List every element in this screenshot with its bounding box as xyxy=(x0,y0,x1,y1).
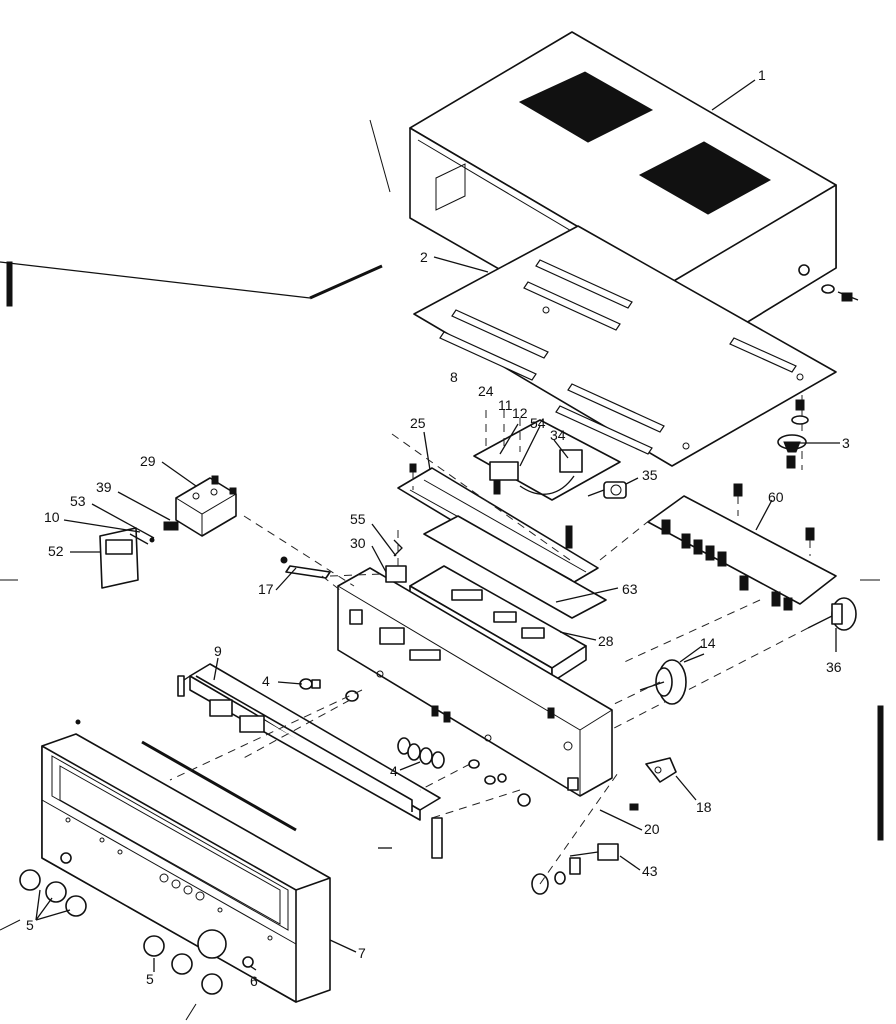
leader-lines xyxy=(0,79,840,1021)
callout-4-lamp: 4 xyxy=(262,673,270,689)
callout-34: 34 xyxy=(550,427,566,443)
callout-60: 60 xyxy=(768,489,784,505)
foot xyxy=(777,395,809,470)
shield-strip xyxy=(423,515,607,619)
callout-4-lamps: 4 xyxy=(390,763,398,779)
callout-17: 17 xyxy=(258,581,274,597)
scan-artifacts xyxy=(0,119,884,841)
callout-labels: 1 2 3 8 24 11 12 54 34 25 35 60 29 39 53… xyxy=(26,67,850,989)
callout-28: 28 xyxy=(598,633,614,649)
bracket-box xyxy=(163,475,237,537)
callout-24: 24 xyxy=(478,383,494,399)
bottom-plate xyxy=(413,225,837,467)
rotary-switch xyxy=(559,597,857,757)
callout-52: 52 xyxy=(48,543,64,559)
callout-7: 7 xyxy=(358,945,366,961)
callout-20: 20 xyxy=(644,821,660,837)
knobs xyxy=(19,852,254,995)
callout-5-left: 5 xyxy=(26,917,34,933)
callout-8: 8 xyxy=(450,369,458,385)
callout-35: 35 xyxy=(642,467,658,483)
shaft-parts-43 xyxy=(531,843,619,895)
dial-plate xyxy=(177,663,441,821)
callout-25: 25 xyxy=(410,415,426,431)
callout-1: 1 xyxy=(758,67,766,83)
relay-30 xyxy=(385,530,407,583)
switch-35 xyxy=(587,481,627,499)
callout-36: 36 xyxy=(826,659,842,675)
callout-53: 53 xyxy=(70,493,86,509)
callout-9: 9 xyxy=(214,643,222,659)
meter xyxy=(99,527,155,589)
callout-3: 3 xyxy=(842,435,850,451)
small-board-assembly xyxy=(473,410,621,549)
callout-43: 43 xyxy=(642,863,658,879)
callout-30: 30 xyxy=(350,535,366,551)
callout-18: 18 xyxy=(696,799,712,815)
terminal-board xyxy=(647,483,837,611)
clip-17 xyxy=(280,556,331,579)
callout-10: 10 xyxy=(44,509,60,525)
callout-5-bottom: 5 xyxy=(146,971,154,987)
callout-11: 11 xyxy=(498,397,513,413)
lamps xyxy=(299,678,445,769)
callout-6: 6 xyxy=(250,973,258,989)
callout-14: 14 xyxy=(700,635,716,651)
main-chassis xyxy=(337,567,613,797)
callout-63: 63 xyxy=(622,581,638,597)
callout-2: 2 xyxy=(420,249,428,265)
clip-18 xyxy=(645,757,677,783)
callout-55: 55 xyxy=(350,511,366,527)
callout-29: 29 xyxy=(140,453,156,469)
front-panel xyxy=(41,719,331,1003)
flywheel xyxy=(639,653,705,705)
callout-54: 54 xyxy=(530,415,546,431)
callout-12: 12 xyxy=(512,405,528,421)
callout-39: 39 xyxy=(96,479,112,495)
